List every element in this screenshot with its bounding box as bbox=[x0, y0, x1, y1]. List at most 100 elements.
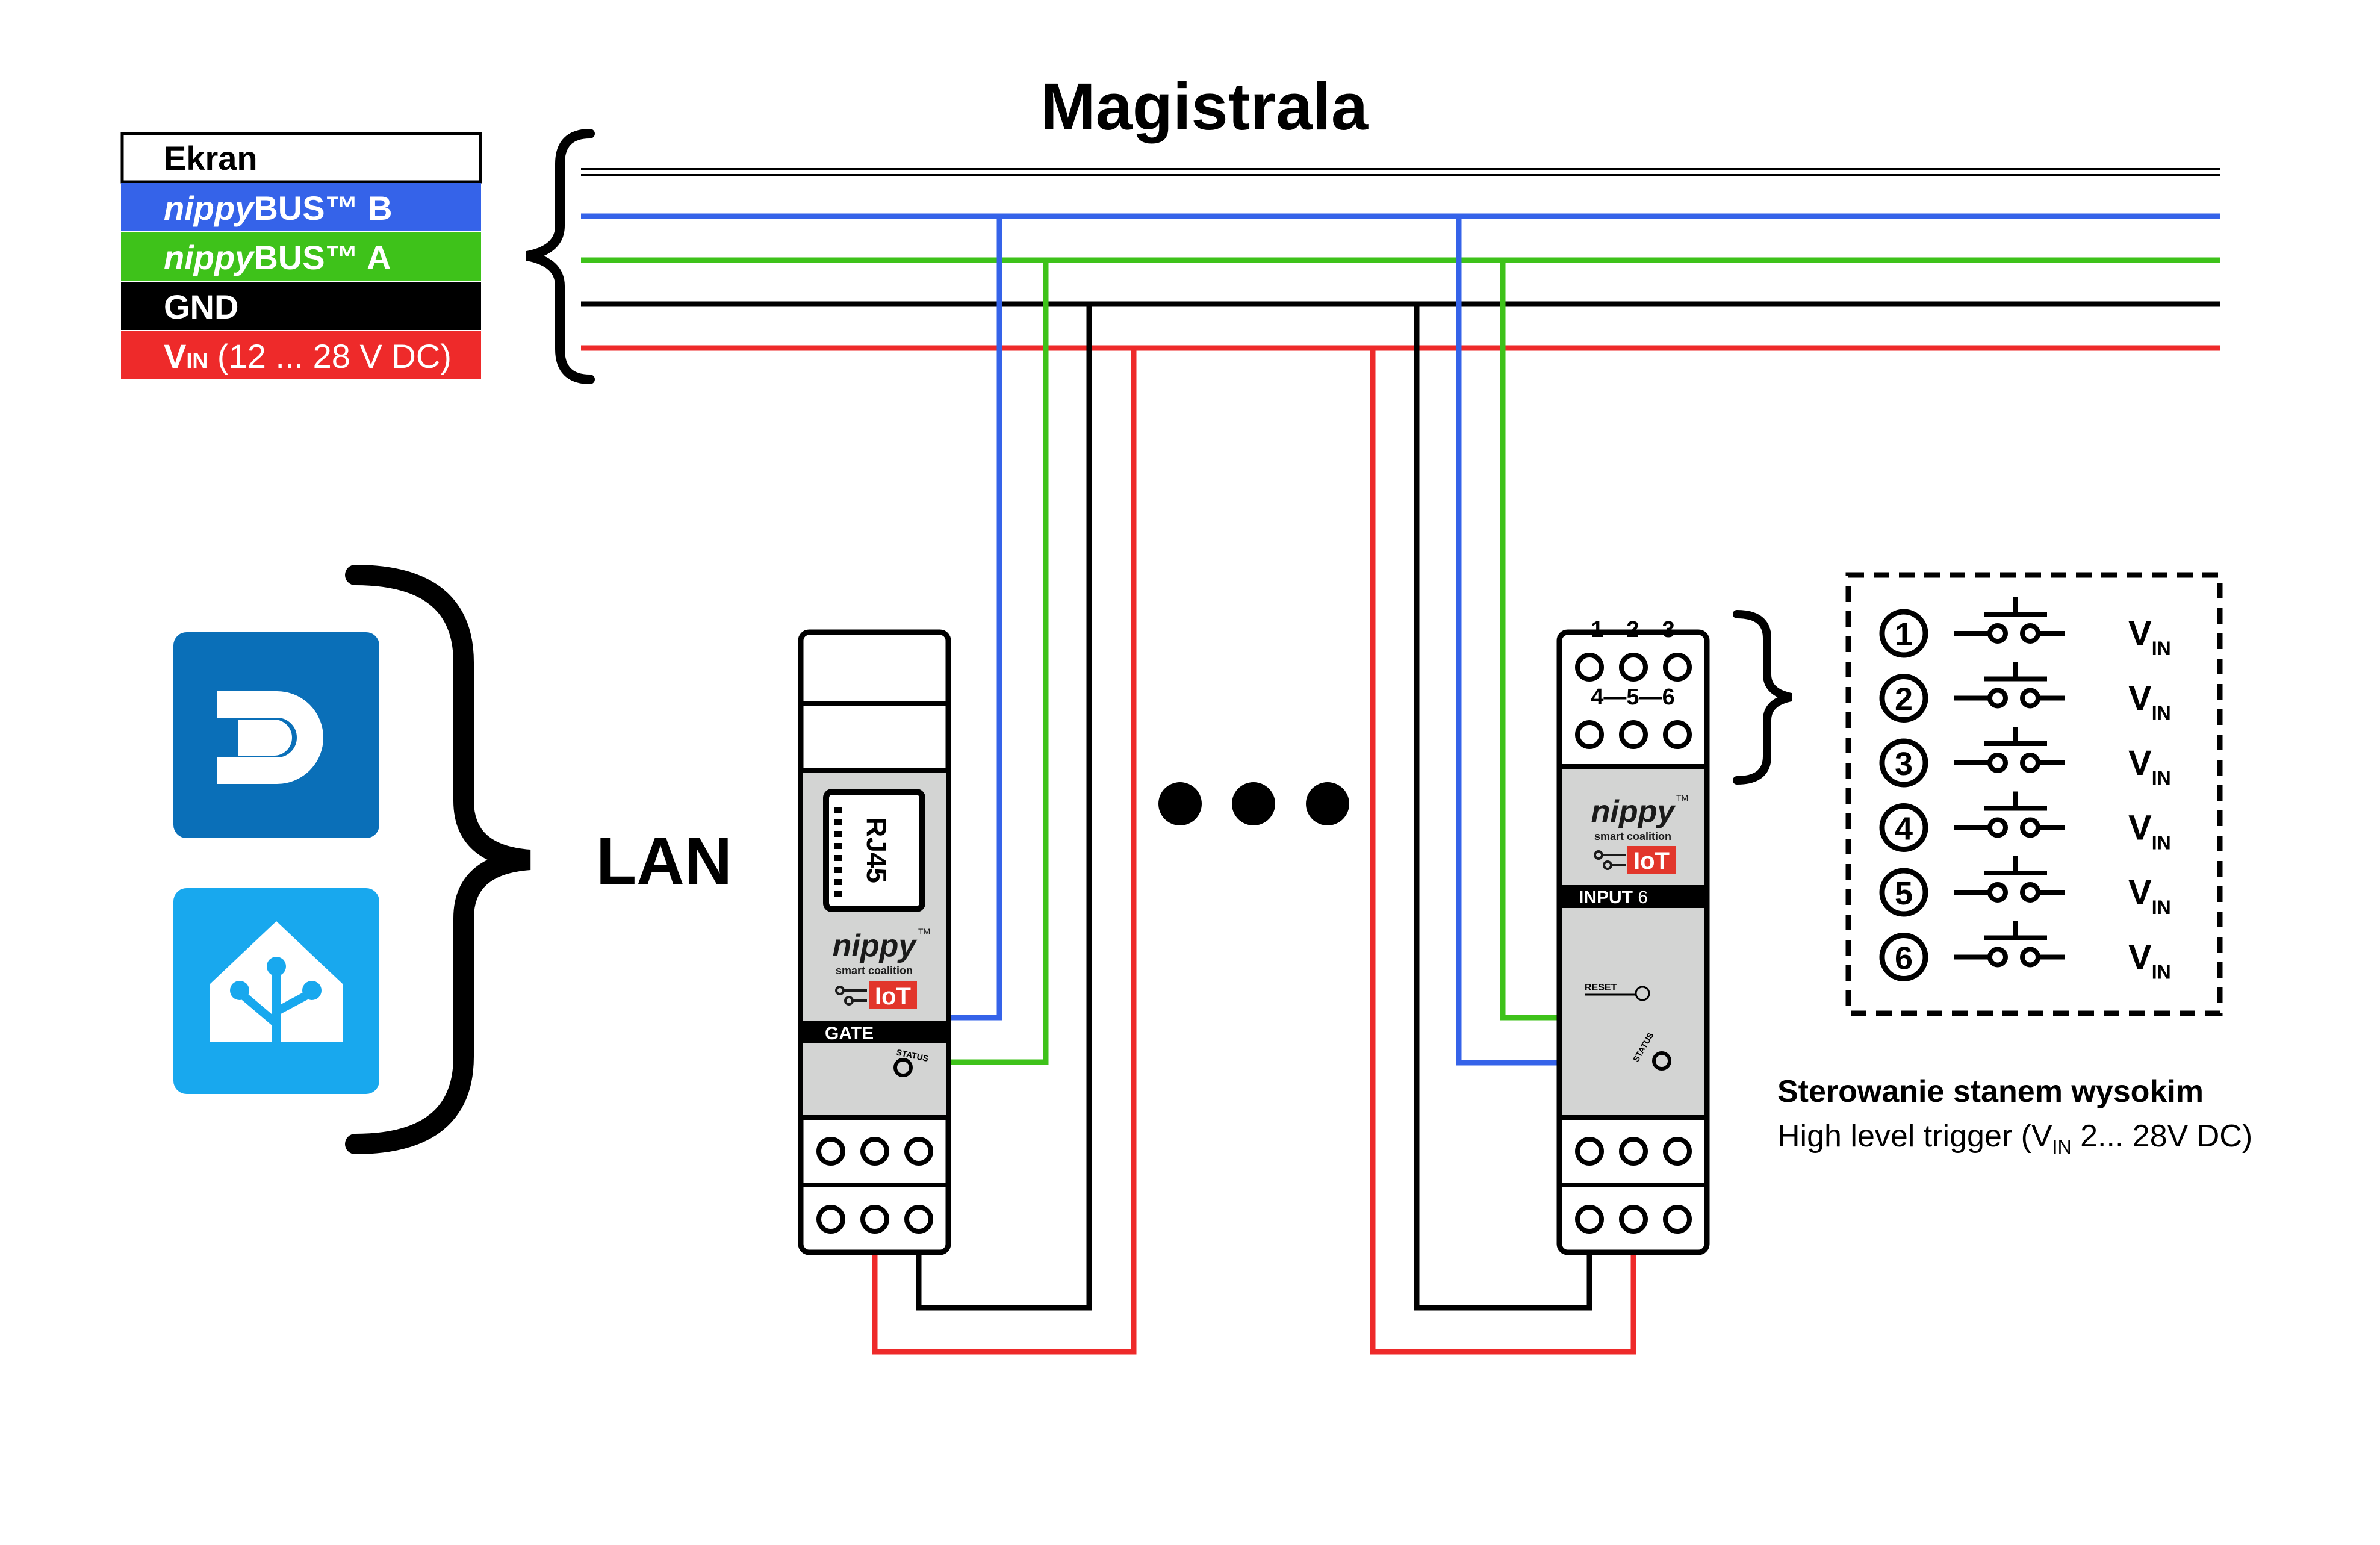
gate-coalition: smart coalition bbox=[836, 965, 913, 977]
input6-terminals-bottom bbox=[1575, 1205, 1692, 1234]
gate-terminal-4[interactable] bbox=[816, 1205, 845, 1234]
input6-terminals-top bbox=[1575, 1137, 1692, 1166]
gate-terminal-vin[interactable] bbox=[860, 1205, 889, 1234]
gate-wire-gnd bbox=[916, 304, 1092, 1311]
input6-terminal-6[interactable] bbox=[1663, 1205, 1692, 1234]
input-number-label: 2 bbox=[1895, 682, 1913, 718]
gate-terminals-bottom bbox=[816, 1205, 933, 1234]
legend-brace-icon bbox=[526, 129, 595, 384]
push-button-switch-icon bbox=[1954, 662, 2065, 709]
bus-lines bbox=[581, 168, 2220, 351]
input6-terminal-label-top: 1—2—3 bbox=[1591, 617, 1674, 642]
gate-terminals-top bbox=[816, 1137, 933, 1166]
input-number-label: 1 bbox=[1895, 617, 1913, 653]
legend-vin-box bbox=[121, 331, 481, 379]
input6-wire-gnd bbox=[1414, 304, 1592, 1311]
input-number-badge bbox=[1879, 674, 1928, 723]
legend-gnd-box bbox=[121, 282, 481, 330]
diagram-title: Magistrala bbox=[1040, 70, 1369, 144]
push-button-switch-icon bbox=[1954, 921, 2065, 968]
input6-input-terminals-top bbox=[1575, 653, 1692, 682]
input-vin-label: VIN bbox=[2128, 679, 2171, 724]
lan-brace-icon bbox=[345, 565, 531, 1154]
input6-terminal-label-mid: 4—5—6 bbox=[1591, 685, 1674, 710]
gate-terminal-a[interactable] bbox=[860, 1137, 889, 1166]
legend-bus-a-box bbox=[121, 232, 481, 281]
input6-coalition: smart coalition bbox=[1594, 830, 1671, 842]
legend-ekran-box bbox=[120, 132, 482, 184]
input6-model-bar bbox=[1562, 885, 1704, 908]
gate-rj45-label: RJ45 bbox=[861, 817, 892, 883]
input-switch-row: 5 VIN bbox=[1879, 856, 2171, 918]
input6-input-6[interactable] bbox=[1663, 720, 1692, 749]
legend-gnd-label: GND bbox=[164, 288, 238, 326]
gate-brand: nippy bbox=[833, 928, 918, 963]
input-switches-box bbox=[1845, 572, 2223, 1016]
legend-ekran-label: Ekran bbox=[164, 139, 258, 177]
gate-terminal-3[interactable] bbox=[904, 1137, 933, 1166]
rj45-pins-icon bbox=[834, 807, 842, 897]
input6-terminal-a[interactable] bbox=[1619, 1137, 1648, 1166]
gate-iot-badge bbox=[869, 981, 917, 1009]
input6-terminal-gnd[interactable] bbox=[1575, 1205, 1604, 1234]
input6-iot-label: IoT bbox=[1633, 848, 1670, 874]
legend-bus-b-label: nippyBUS™ B bbox=[164, 189, 393, 227]
gate-rj45-port[interactable] bbox=[823, 789, 925, 912]
gate-model-label: GATE bbox=[825, 1024, 874, 1043]
gate-terminal-gnd[interactable] bbox=[904, 1205, 933, 1234]
input6-input-2[interactable] bbox=[1619, 653, 1648, 682]
input-number-badge bbox=[1879, 933, 1928, 981]
input6-terminal-b[interactable] bbox=[1575, 1137, 1604, 1166]
input6-model-label: INPUT 6 bbox=[1579, 888, 1648, 907]
gate-iot-label: IoT bbox=[875, 983, 911, 1010]
input6-terminal-vin[interactable] bbox=[1619, 1205, 1648, 1234]
input6-status-led bbox=[1652, 1051, 1671, 1071]
input-switch-row: 4 VIN bbox=[1879, 791, 2171, 854]
input-number-badge bbox=[1879, 609, 1928, 658]
more-devices-ellipsis bbox=[1158, 782, 1349, 825]
legend-bus-b-box bbox=[121, 183, 481, 231]
gate-status-led bbox=[893, 1058, 913, 1077]
input6-terminal-3[interactable] bbox=[1663, 1137, 1692, 1166]
input6-reset-label: RESET bbox=[1585, 983, 1617, 993]
input-number-label: 6 bbox=[1895, 940, 1913, 977]
caption-subtitle: High level trigger (VIN 2... 28V DC) bbox=[1777, 1119, 2252, 1158]
gate-device[interactable]: RJ45 nippy TM smart coalition IoT GATE S… bbox=[798, 629, 951, 1255]
gate-terminal-b[interactable] bbox=[816, 1137, 845, 1166]
input6-iot-badge bbox=[1627, 846, 1676, 874]
push-button-switch-icon bbox=[1954, 727, 2065, 773]
input-number-badge bbox=[1879, 738, 1928, 788]
input-vin-label: VIN bbox=[2128, 809, 2171, 854]
input-number-badge bbox=[1879, 803, 1928, 852]
input-vin-label: VIN bbox=[2128, 744, 2171, 789]
input6-input-3[interactable] bbox=[1663, 653, 1692, 682]
domoticz-icon bbox=[173, 632, 379, 838]
input-vin-label: VIN bbox=[2128, 873, 2171, 918]
home-assistant-icon bbox=[173, 888, 379, 1094]
legend-bus-a-label: nippyBUS™ A bbox=[164, 238, 391, 276]
input-switch-row: 2 VIN bbox=[1879, 662, 2171, 724]
input-number-label: 4 bbox=[1895, 811, 1913, 847]
input-number-badge bbox=[1879, 868, 1928, 917]
input-number-label: 5 bbox=[1895, 875, 1913, 912]
input6-circuit-icon bbox=[1594, 850, 1626, 870]
input6-reset-button[interactable] bbox=[1635, 986, 1650, 1001]
input6-input-5[interactable] bbox=[1619, 720, 1648, 749]
wire-legend: Ekran nippyBUS™ B nippyBUS™ A GND VIN (1… bbox=[120, 132, 482, 379]
push-button-switch-icon bbox=[1954, 856, 2065, 903]
legend-vin-label: VIN (12 ... 28 V DC) bbox=[164, 337, 452, 375]
input6-brand: nippy bbox=[1591, 794, 1677, 829]
input6-input-1[interactable] bbox=[1575, 653, 1604, 682]
input6-front-panel bbox=[1562, 769, 1704, 1118]
input6-input-4[interactable] bbox=[1575, 720, 1604, 749]
caption-title: Sterowanie stanem wysokim bbox=[1777, 1074, 2204, 1109]
lan-label: LAN bbox=[596, 824, 732, 898]
input6-device[interactable]: 1—2—3 4—5—6 nippy TM smart coalition IoT… bbox=[1556, 617, 1710, 1255]
gate-circuit-icon bbox=[835, 986, 867, 1006]
input6-wire-vin bbox=[1370, 348, 1636, 1355]
inputs-brace-icon bbox=[1733, 610, 1792, 785]
